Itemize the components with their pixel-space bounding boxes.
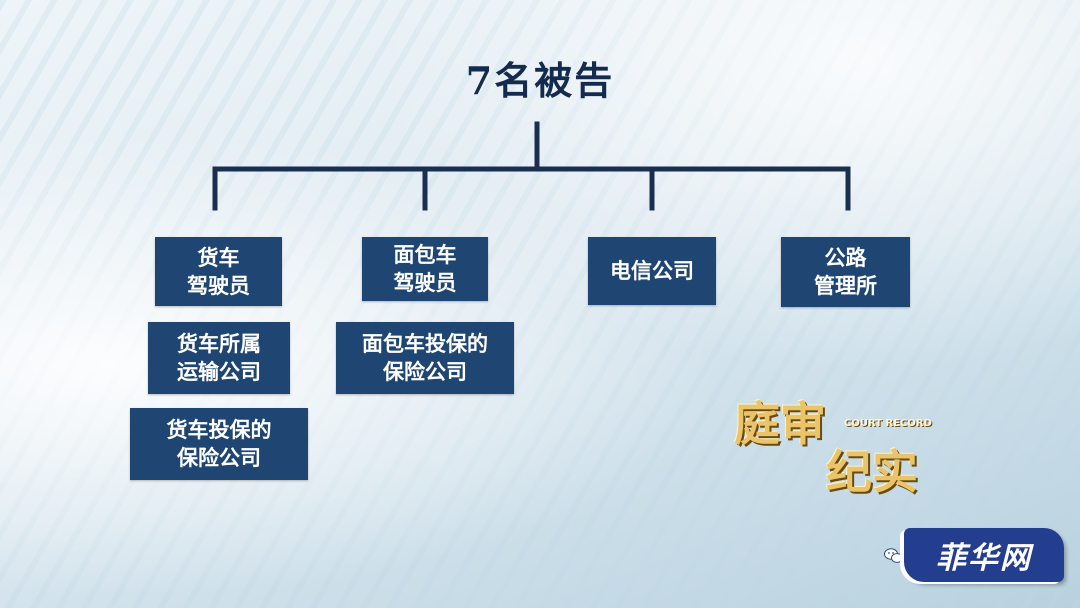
node-truck-driver: 货车 驾驶员	[155, 237, 282, 306]
logo-subtitle: COURT RECORD	[844, 418, 932, 429]
wechat-icon	[884, 548, 903, 563]
court-record-logo: 庭审 COURT RECORD 纪实	[726, 388, 946, 499]
node-van-insurer: 面包车投保的 保险公司	[336, 322, 514, 394]
watermark-text: 菲华网	[936, 541, 1032, 576]
node-telecom: 电信公司	[588, 237, 716, 305]
node-truck-insurer: 货车投保的 保险公司	[130, 408, 308, 480]
diagram-title: 7名被告	[465, 58, 615, 103]
logo-line2: 纪实	[826, 445, 918, 499]
node-van-driver: 面包车 驾驶员	[362, 237, 488, 301]
node-highway: 公路 管理所	[781, 237, 910, 307]
logo-line1: 庭审	[734, 397, 826, 451]
node-truck-company: 货车所属 运输公司	[148, 322, 290, 394]
site-watermark: 菲华网	[904, 528, 1064, 582]
